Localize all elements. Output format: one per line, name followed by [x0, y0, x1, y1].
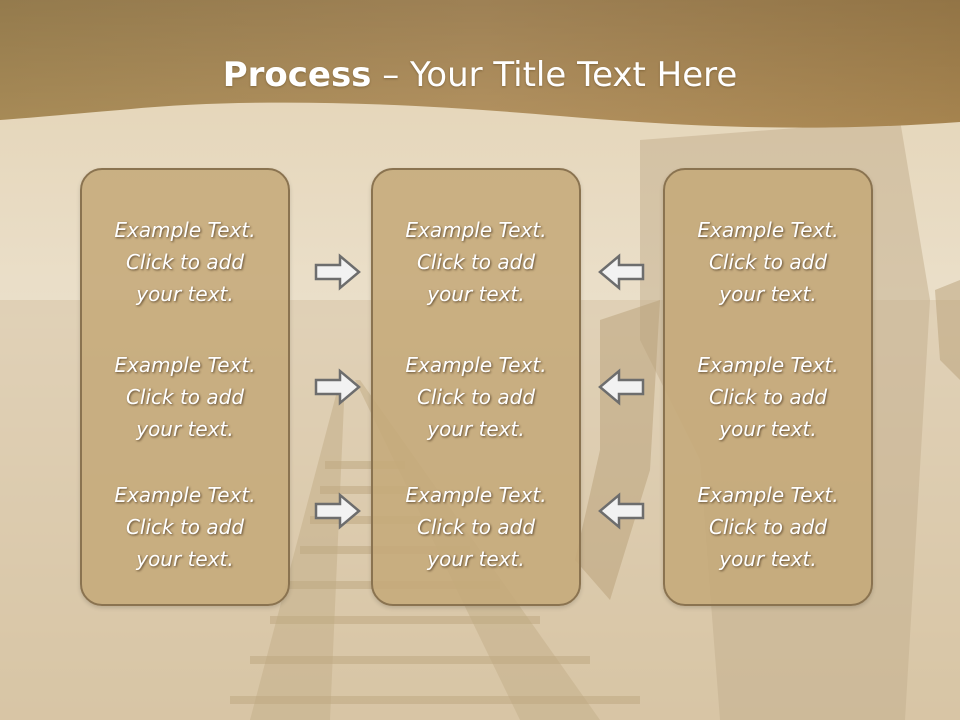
text-line: your text. — [136, 547, 234, 571]
box-text[interactable]: Example Text. Click to add your text. — [665, 214, 871, 310]
process-box-left[interactable]: Example Text. Click to add your text. Ex… — [80, 168, 290, 606]
text-line: Example Text. — [697, 483, 839, 507]
text-line: Click to add — [708, 250, 828, 274]
text-line: Example Text. — [405, 483, 547, 507]
process-box-center[interactable]: Example Text. Click to add your text. Ex… — [371, 168, 581, 606]
text-line: Click to add — [125, 385, 245, 409]
text-line: Example Text. — [697, 353, 839, 377]
arrow-right-icon — [314, 368, 361, 406]
box-text[interactable]: Example Text. Click to add your text. — [82, 479, 288, 575]
text-line: Example Text. — [114, 218, 256, 242]
box-text[interactable]: Example Text. Click to add your text. — [665, 479, 871, 575]
box-text[interactable]: Example Text. Click to add your text. — [82, 214, 288, 310]
box-text[interactable]: Example Text. Click to add your text. — [665, 349, 871, 445]
arrow-right-icon — [314, 253, 361, 291]
text-line: your text. — [719, 547, 817, 571]
text-line: Click to add — [416, 515, 536, 539]
text-line: your text. — [136, 417, 234, 441]
text-line: your text. — [136, 282, 234, 306]
slide-title[interactable]: Process – Your Title Text Here — [0, 54, 960, 96]
title-bold: Process — [222, 55, 372, 95]
box-text[interactable]: Example Text. Click to add your text. — [373, 214, 579, 310]
arrow-left-icon — [598, 368, 645, 406]
box-text[interactable]: Example Text. Click to add your text. — [82, 349, 288, 445]
text-line: Example Text. — [405, 353, 547, 377]
text-line: Click to add — [125, 515, 245, 539]
process-box-right[interactable]: Example Text. Click to add your text. Ex… — [663, 168, 873, 606]
title-rest: – Your Title Text Here — [371, 55, 738, 95]
text-line: Click to add — [416, 385, 536, 409]
arrow-left-icon — [598, 253, 645, 291]
text-line: Example Text. — [114, 353, 256, 377]
text-line: your text. — [719, 282, 817, 306]
text-line: Click to add — [125, 250, 245, 274]
box-text[interactable]: Example Text. Click to add your text. — [373, 479, 579, 575]
arrow-right-icon — [314, 492, 361, 530]
text-line: your text. — [427, 417, 525, 441]
text-line: your text. — [719, 417, 817, 441]
header-band — [0, 0, 960, 128]
text-line: Click to add — [708, 385, 828, 409]
text-line: Click to add — [708, 515, 828, 539]
text-line: Example Text. — [114, 483, 256, 507]
text-line: Click to add — [416, 250, 536, 274]
text-line: your text. — [427, 282, 525, 306]
box-text[interactable]: Example Text. Click to add your text. — [373, 349, 579, 445]
text-line: your text. — [427, 547, 525, 571]
text-line: Example Text. — [697, 218, 839, 242]
arrow-left-icon — [598, 492, 645, 530]
text-line: Example Text. — [405, 218, 547, 242]
